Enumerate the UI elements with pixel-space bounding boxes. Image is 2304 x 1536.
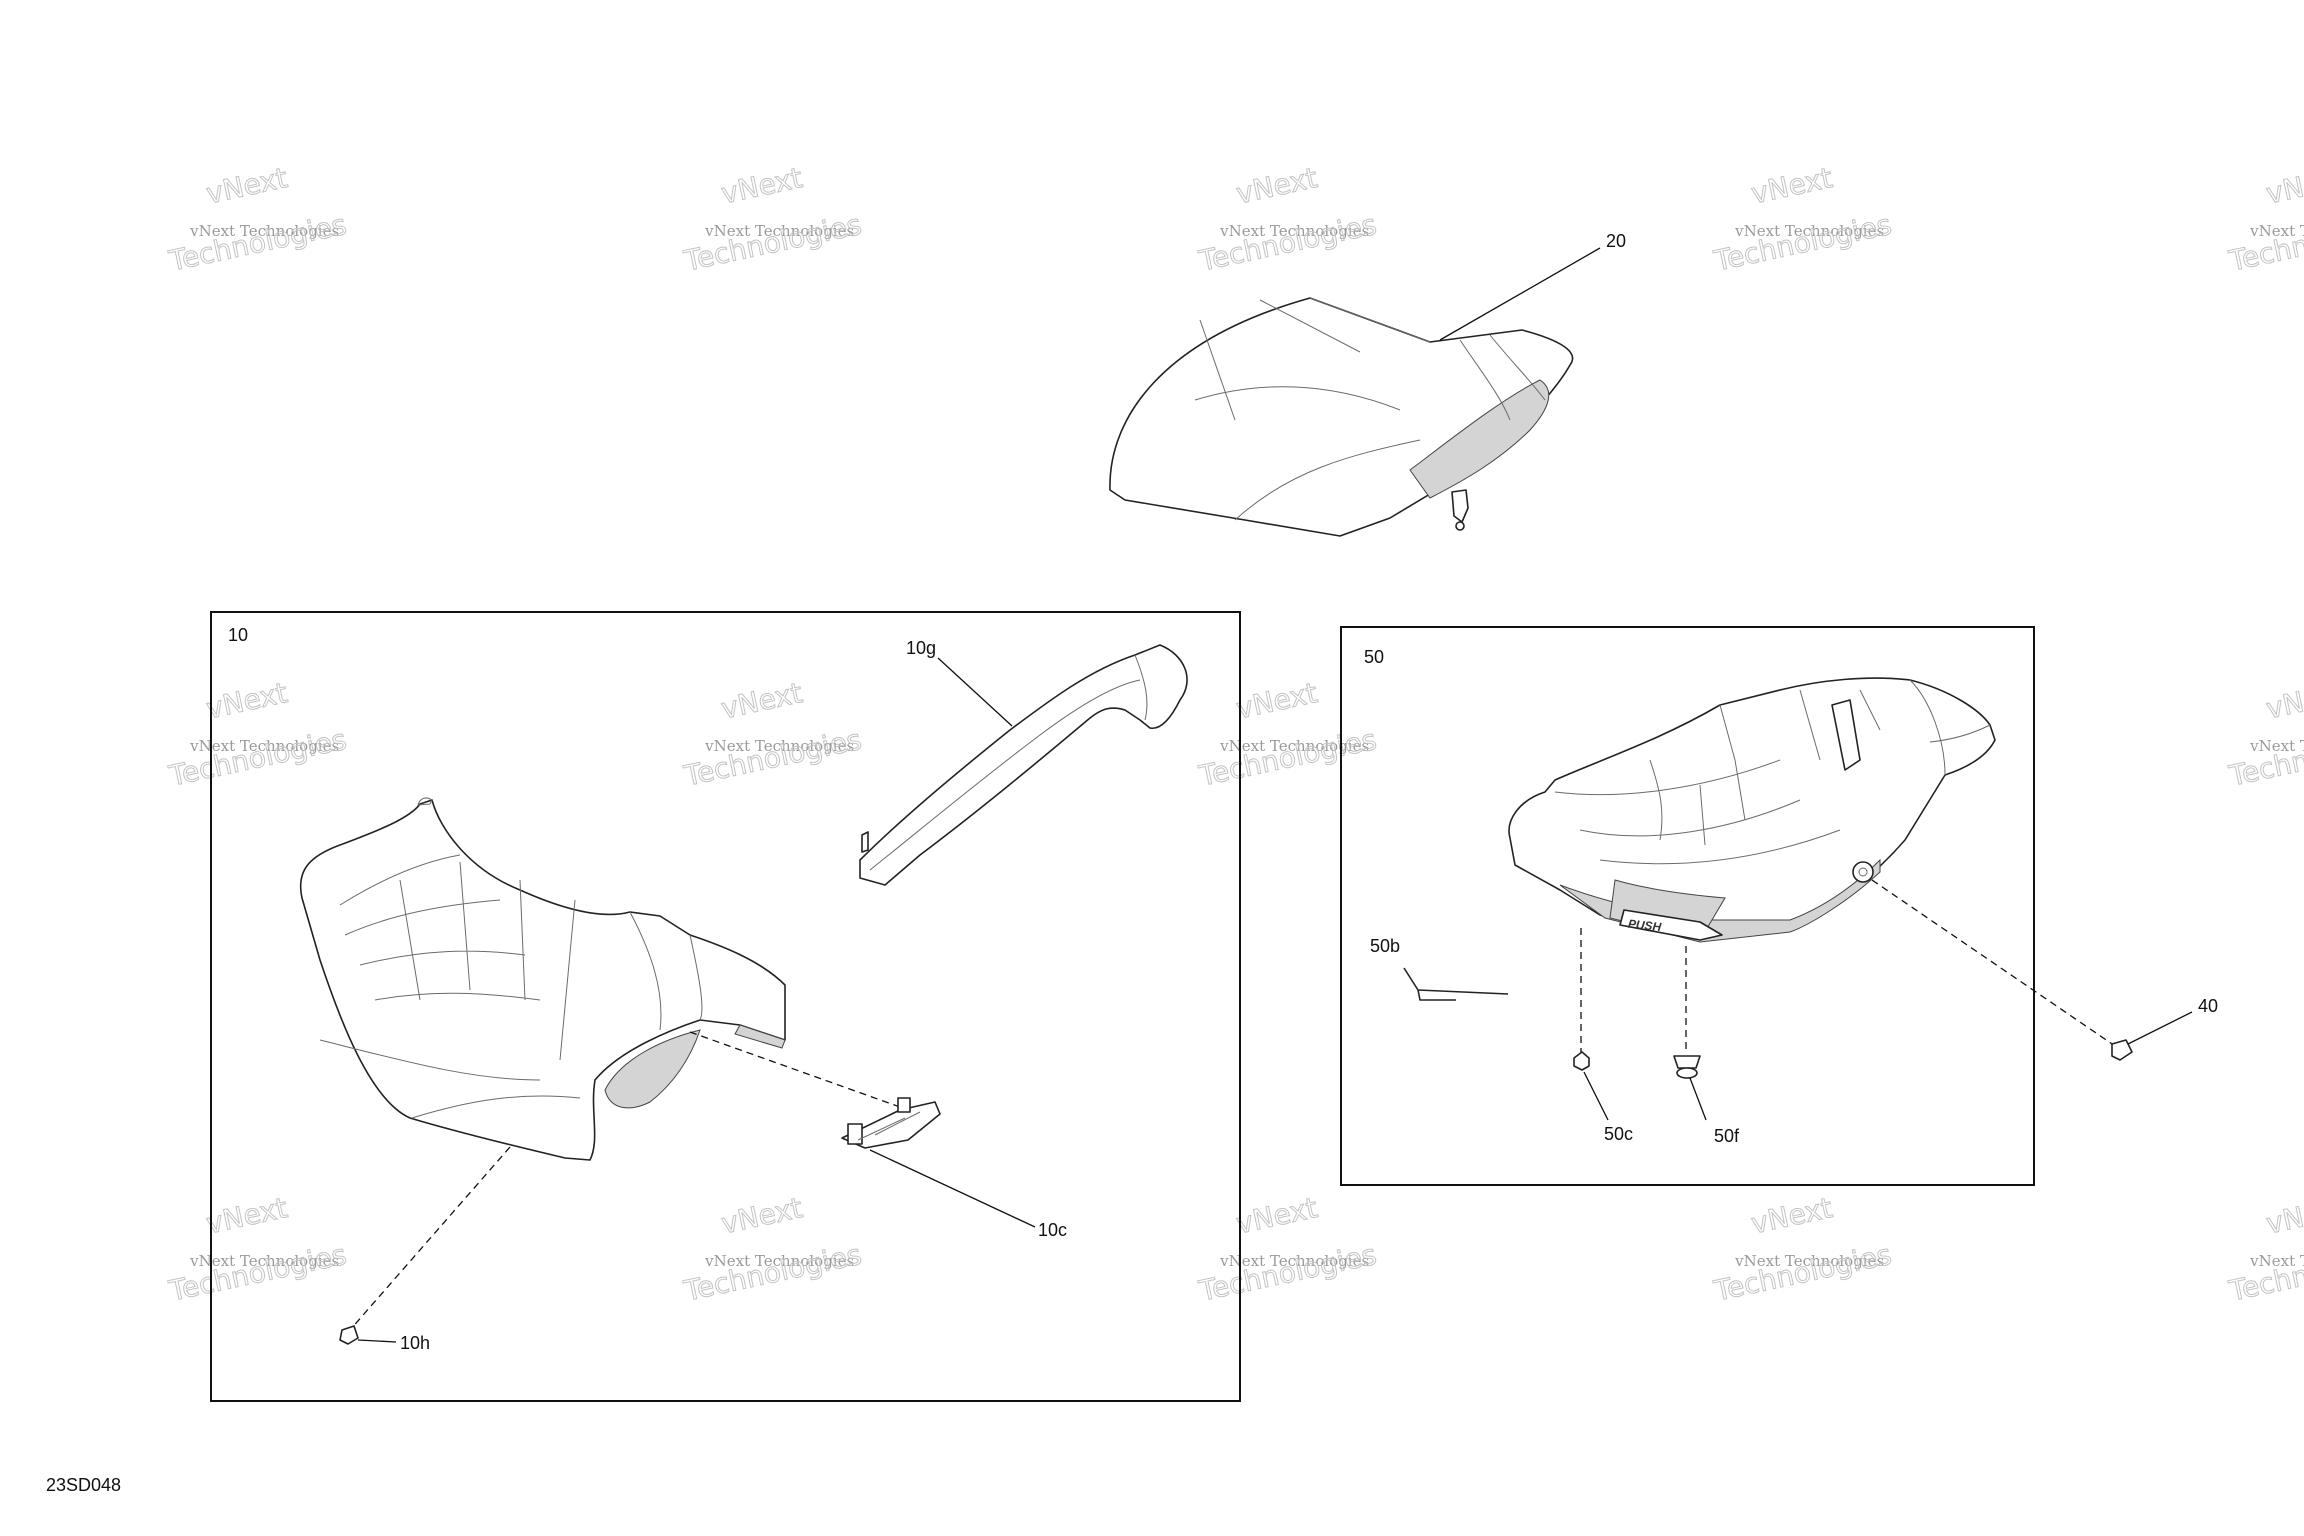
group-50-label: 50: [1364, 647, 1384, 667]
bin-logo-text: PUSH: [1627, 917, 1662, 934]
watermark-text: vNext Technologies: [1734, 1252, 1884, 1270]
callout-20[interactable]: 20: [1606, 231, 1626, 251]
watermark-word: Technologies: [681, 208, 865, 278]
callout-50c[interactable]: 50c: [1604, 1124, 1633, 1144]
watermark-word: Technologies: [681, 1238, 865, 1308]
callout-10g[interactable]: 10g: [906, 638, 936, 658]
part-50b-pin[interactable]: 50b: [1370, 936, 1509, 1001]
watermark-word: Technologies: [681, 723, 865, 793]
watermark-text: vNext Technologies: [704, 222, 854, 240]
dashed-line-10c: [689, 1031, 901, 1108]
part-50-storage-bin[interactable]: PUSH: [1508, 677, 2119, 1052]
watermark: vNext vNext Technologies Technologies: [680, 161, 865, 279]
part-10h-screw[interactable]: 10h: [339, 1325, 430, 1353]
callout-10h[interactable]: 10h: [400, 1333, 430, 1353]
watermark: vNext vNext Technologies Technologies: [2225, 161, 2304, 279]
part-10-driver-seat[interactable]: [299, 797, 901, 1331]
watermark-word: vNext: [1748, 1191, 1835, 1240]
part-50f-grommet[interactable]: 50f: [1673, 1055, 1740, 1146]
watermark-word: Technologies: [1711, 1238, 1895, 1308]
watermark: vNext vNext Technologies Technologies: [1195, 1191, 1380, 1309]
watermark-word: Technologies: [1196, 723, 1380, 793]
watermark: vNext vNext Technologies Technologies: [1195, 161, 1380, 279]
watermark-text: vNext Technologies: [1219, 1252, 1369, 1270]
watermark-word: vNext: [718, 1191, 805, 1240]
watermark-text: vNext Technologies: [2249, 737, 2304, 755]
watermark: vNext vNext Technologies Technologies: [165, 1191, 350, 1309]
watermark-word: Technologies: [1196, 1238, 1380, 1308]
part-10c-latch[interactable]: 10c: [841, 1097, 1067, 1240]
group-10-border: [210, 611, 1241, 1402]
callout-10c[interactable]: 10c: [1038, 1220, 1067, 1240]
watermark: vNext vNext Technologies Technologies: [2225, 1191, 2304, 1309]
watermark-word: Technologies: [1711, 208, 1895, 278]
document-id: 23SD048: [46, 1475, 121, 1495]
watermark: vNext vNext Technologies Technologies: [1195, 676, 1380, 794]
watermark-word: Technologies: [166, 208, 350, 278]
watermark-text: vNext Technologies: [1734, 222, 1884, 240]
watermark-word: vNext: [203, 676, 290, 725]
watermark: vNext vNext Technologies Technologies: [1710, 1191, 1895, 1309]
watermark-word: Technologies: [166, 1238, 350, 1308]
part-10g-strap[interactable]: 10g: [859, 638, 1188, 886]
group-10-label: 10: [228, 625, 248, 645]
dashed-line-40: [1871, 879, 2119, 1049]
leader-50f: [1689, 1077, 1707, 1121]
watermark-word: vNext: [2263, 676, 2304, 725]
watermark-text: vNext Technologies: [189, 222, 339, 240]
leader-50c: [1583, 1071, 1609, 1121]
watermark-text: vNext Technologies: [189, 1252, 339, 1270]
watermark-text: vNext Technologies: [1219, 737, 1369, 755]
leader-10g: [937, 657, 1013, 727]
dashed-line-10h: [349, 1146, 511, 1331]
watermark-word: vNext: [1233, 1191, 1320, 1240]
watermark: vNext vNext Technologies Technologies: [165, 676, 350, 794]
watermark-word: vNext: [1233, 161, 1320, 210]
watermark: vNext vNext Technologies Technologies: [680, 1191, 865, 1309]
watermark-word: vNext: [718, 676, 805, 725]
watermark-word: Technologies: [2226, 723, 2304, 793]
watermark-word: Technologies: [2226, 1238, 2304, 1308]
watermark: vNext vNext Technologies Technologies: [2225, 676, 2304, 794]
watermark-text: vNext Technologies: [189, 737, 339, 755]
watermark-text: vNext Technologies: [2249, 1252, 2304, 1270]
callout-50b[interactable]: 50b: [1370, 936, 1400, 956]
watermark-word: Technologies: [1196, 208, 1380, 278]
group-10-frame: 10: [210, 611, 1241, 1402]
leader-10c: [869, 1149, 1036, 1228]
callout-50f[interactable]: 50f: [1714, 1126, 1740, 1146]
group-50-frame: 50: [1340, 626, 2035, 1186]
watermark-text: vNext Technologies: [2249, 222, 2304, 240]
watermark-word: Technologies: [166, 723, 350, 793]
watermark-text: vNext Technologies: [704, 1252, 854, 1270]
watermark-word: vNext: [1748, 161, 1835, 210]
watermark-text: vNext Technologies: [704, 737, 854, 755]
leader-20: [1439, 247, 1601, 341]
watermark: vNext vNext Technologies Technologies: [165, 161, 350, 279]
leader-40: [2127, 1011, 2193, 1045]
watermark-word: vNext: [718, 161, 805, 210]
watermark: vNext vNext Technologies Technologies: [680, 676, 865, 794]
callout-40[interactable]: 40: [2198, 996, 2218, 1016]
watermark-word: vNext: [203, 161, 290, 210]
leader-10h: [357, 1339, 397, 1343]
watermark: vNext vNext Technologies Technologies: [1710, 161, 1895, 279]
watermark-word: vNext: [2263, 161, 2304, 210]
watermark-word: Technologies: [2226, 208, 2304, 278]
part-50c-nut[interactable]: 50c: [1573, 1051, 1633, 1144]
part-40-screw[interactable]: 40: [2111, 996, 2218, 1061]
part-20-passenger-seat[interactable]: 20: [1109, 231, 1626, 537]
watermark-text: vNext Technologies: [1219, 222, 1369, 240]
watermark-word: vNext: [2263, 1191, 2304, 1240]
group-50-border: [1340, 626, 2035, 1186]
watermark-word: vNext: [203, 1191, 290, 1240]
watermark-word: vNext: [1233, 676, 1320, 725]
